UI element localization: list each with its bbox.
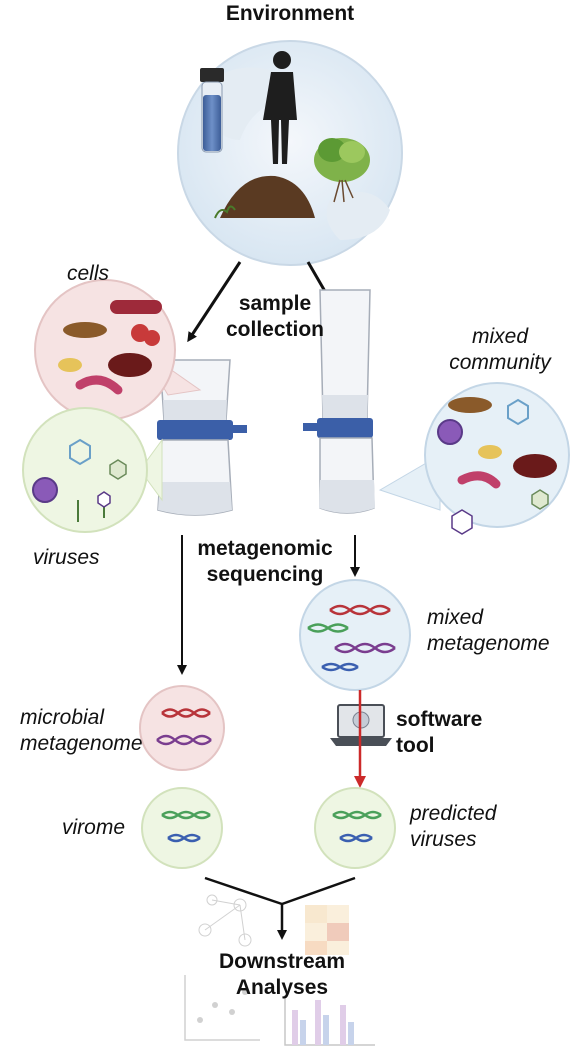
mixed-community-label-line1: mixed	[471, 325, 529, 348]
virome-bubble	[141, 787, 223, 869]
virome-label: virome	[62, 816, 126, 839]
viruses-label: viruses	[33, 546, 100, 569]
predicted-viruses-label-line1: predicted	[410, 802, 497, 825]
downstream-analyses-label-line2: Analyses	[235, 976, 329, 999]
bar-chart-icon	[284, 995, 375, 1046]
microbial-metagenome-bubble	[139, 685, 225, 771]
dna-icon	[156, 708, 212, 746]
cells-bubble	[34, 279, 202, 421]
environment-globe	[177, 40, 403, 266]
human-icon	[263, 51, 297, 164]
sample-collection-label-line2: collection	[225, 318, 325, 341]
viruses-bubble	[22, 407, 163, 533]
arrow-to-left-filter	[187, 261, 242, 343]
dna-icon	[161, 810, 211, 843]
environment-label: Environment	[225, 2, 355, 25]
cells-label: cells	[67, 262, 110, 285]
mixed-metagenome-label-line2: metagenome	[427, 632, 550, 655]
dna-icon	[307, 604, 396, 672]
plant-icon	[314, 138, 370, 203]
scatter-plot-icon	[184, 975, 260, 1041]
converging-arrows	[204, 876, 356, 940]
sample-collection-label-line1: sample	[238, 292, 312, 315]
metagenomic-sequencing-label-line1: metagenomic	[197, 537, 333, 560]
predicted-viruses-label-line2: viruses	[410, 828, 477, 851]
network-graph-icon	[198, 894, 252, 947]
right-filter-unit	[303, 289, 375, 514]
microbial-metagenome-label-line2: metagenome	[20, 732, 143, 755]
mixed-community-bubble	[378, 382, 570, 535]
mixed-metagenome-label-line1: mixed	[427, 606, 484, 629]
soil-icon	[214, 175, 315, 219]
metagenomic-sequencing-label-line2: sequencing	[206, 563, 324, 586]
heatmap-icon	[305, 905, 349, 955]
predicted-viruses-bubble	[314, 787, 396, 869]
downstream-analyses-label-line1: Downstream	[218, 950, 346, 973]
dna-icon	[332, 810, 382, 843]
microbial-metagenome-label-line1: microbial	[20, 706, 105, 729]
software-tool-label-line1: software	[396, 708, 483, 731]
water-vial-icon	[200, 68, 224, 153]
mixed-metagenome-bubble	[299, 579, 411, 691]
software-tool-label-line2: tool	[396, 734, 435, 757]
mixed-community-label-line2: community	[449, 351, 551, 374]
